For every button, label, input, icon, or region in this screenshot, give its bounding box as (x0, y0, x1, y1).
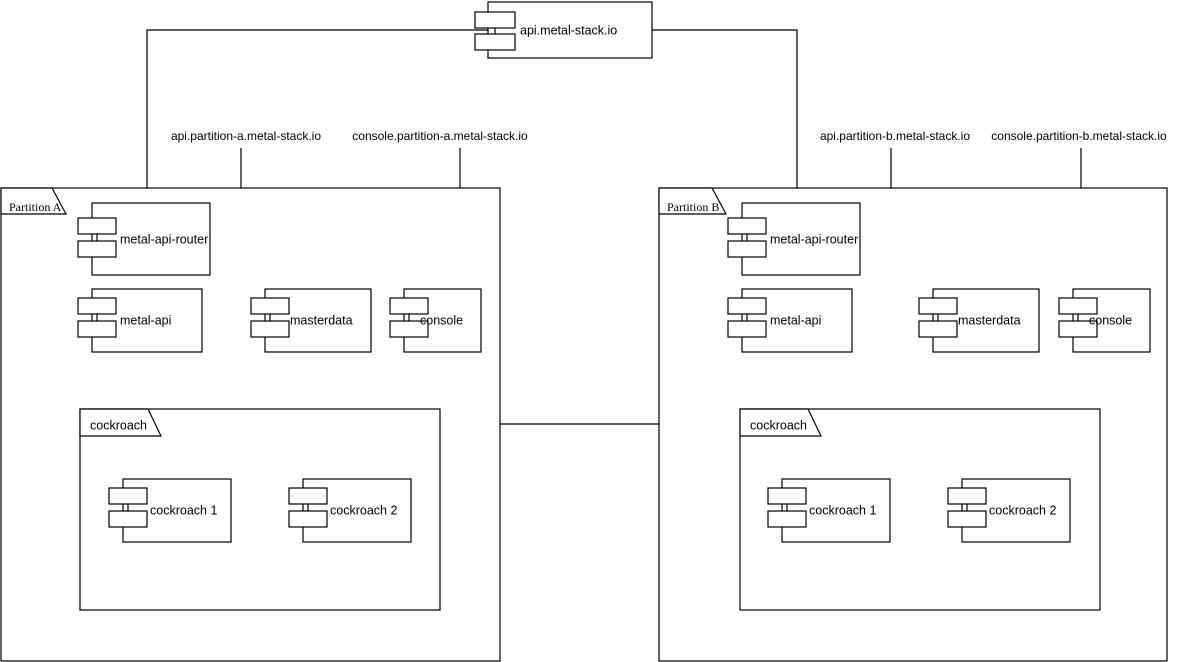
masterdata-a-label: masterdata (290, 313, 353, 327)
component-masterdata-b[interactable]: masterdata (918, 288, 1040, 353)
component-icon (1058, 297, 1098, 338)
component-cockroach-a-2[interactable]: cockroach 2 (288, 478, 412, 543)
component-cockroach-a-1[interactable]: cockroach 1 (108, 478, 232, 543)
component-console-a[interactable]: console (389, 288, 482, 353)
label-console-partition-b: console.partition-b.metal-stack.io (991, 129, 1167, 143)
component-api-metal-stack-io[interactable]: api.metal-stack.io (474, 1, 653, 59)
component-icon (77, 297, 117, 338)
component-icon (727, 217, 767, 258)
console-b-label: console (1089, 313, 1132, 327)
component-cockroach-b-2[interactable]: cockroach 2 (947, 478, 1071, 543)
component-metal-api-router-b[interactable]: metal-api-router (727, 202, 861, 276)
component-icon (727, 297, 767, 338)
cockroach-a-2-label: cockroach 2 (330, 503, 397, 517)
metal-api-router-a-box (91, 202, 211, 276)
metal-api-router-b-label: metal-api-router (770, 232, 858, 246)
component-icon (250, 297, 290, 338)
partition-a-label: Partition A (9, 200, 62, 214)
component-icon (918, 297, 958, 338)
console-a-label: console (420, 313, 463, 327)
component-icon (77, 217, 117, 258)
cockroach-a-label: cockroach (90, 418, 147, 432)
partition-b-label: Partition B (667, 200, 719, 214)
api-metal-stack-io-label: api.metal-stack.io (520, 23, 617, 37)
metal-api-b-label: metal-api (770, 313, 821, 327)
component-icon (108, 487, 148, 528)
edge-api-to-router-a (143, 29, 488, 200)
component-icon (947, 487, 987, 528)
component-metal-api-b[interactable]: metal-api (727, 288, 853, 353)
component-cockroach-b-1[interactable]: cockroach 1 (767, 478, 891, 543)
label-console-partition-a: console.partition-a.metal-stack.io (352, 129, 528, 143)
component-icon (767, 487, 807, 528)
component-masterdata-a[interactable]: masterdata (250, 288, 372, 353)
metal-api-a-label: metal-api (120, 313, 171, 327)
component-icon (474, 11, 516, 51)
cockroach-b-tab (739, 408, 822, 437)
cockroach-b-1-label: cockroach 1 (809, 503, 876, 517)
cockroach-b-label: cockroach (750, 418, 807, 432)
component-icon (288, 487, 328, 528)
metal-api-router-b-box (741, 202, 861, 276)
component-metal-api-a[interactable]: metal-api (77, 288, 203, 353)
component-console-b[interactable]: console (1058, 288, 1151, 353)
cockroach-b-2-label: cockroach 2 (989, 503, 1056, 517)
edge-api-to-router-b (652, 29, 801, 200)
label-api-partition-a: api.partition-a.metal-stack.io (171, 129, 321, 143)
component-metal-api-router-a[interactable]: metal-api-router (77, 202, 211, 276)
cockroach-a-tab (79, 408, 162, 437)
metal-api-router-a-label: metal-api-router (120, 232, 208, 246)
label-api-partition-b: api.partition-b.metal-stack.io (820, 129, 970, 143)
component-icon (389, 297, 429, 338)
partition-a-tab (0, 187, 68, 215)
partition-b-tab (658, 187, 728, 215)
cockroach-a-1-label: cockroach 1 (150, 503, 217, 517)
masterdata-b-label: masterdata (958, 313, 1021, 327)
